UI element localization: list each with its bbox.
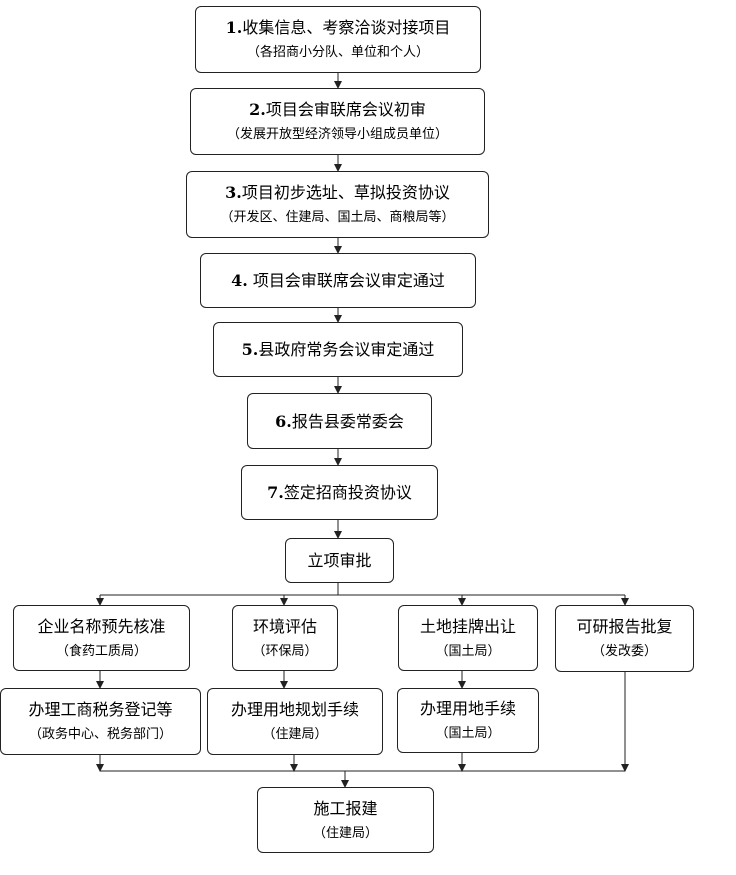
branch-a2-box: 办理工商税务登记等 （政务中心、税务部门） — [0, 688, 201, 755]
step-3-subtitle: （开发区、住建局、国土局、商粮局等） — [220, 210, 455, 225]
step-7-box: 7.签定招商投资协议 — [241, 465, 438, 520]
branch-b2-title: 办理用地规划手续 — [230, 700, 359, 719]
step-3-text: 项目初步选址、草拟投资协议 — [241, 183, 450, 202]
step-7-text: 签定招商投资协议 — [283, 483, 412, 502]
approval-box: 立项审批 — [285, 538, 394, 583]
step-5-number: 5. — [241, 340, 259, 359]
step-6-box: 6.报告县委常委会 — [247, 393, 432, 449]
branch-b-title: 环境评估 — [252, 616, 317, 636]
step-4-text: 项目会审联席会议审定通过 — [247, 271, 445, 290]
final-subtitle: （住建局） — [312, 825, 378, 841]
step-3-number: 3. — [225, 183, 242, 202]
step-2-title: 2.项目会审联席会议初审 — [249, 99, 426, 120]
branch-c2-box: 办理用地手续 （国土局） — [397, 688, 539, 753]
branch-c-box: 土地挂牌出让 （国土局） — [398, 605, 538, 671]
final-box: 施工报建 （住建局） — [257, 787, 434, 853]
step-1-text: 收集信息、考察洽谈对接项目 — [242, 18, 451, 37]
branch-b2-box: 办理用地规划手续 （住建局） — [207, 688, 383, 755]
branch-c-subtitle: （国土局） — [435, 643, 501, 659]
step-1-box: 1.收集信息、考察洽谈对接项目 （各招商小分队、单位和个人） — [195, 6, 481, 73]
branch-a-title: 企业名称预先核准 — [37, 616, 166, 636]
step-1-title: 1.收集信息、考察洽谈对接项目 — [226, 17, 451, 38]
branch-b-box: 环境评估 （环保局） — [232, 605, 338, 671]
step-5-box: 5.县政府常务会议审定通过 — [213, 322, 463, 377]
step-6-title: 6.报告县委常委会 — [275, 411, 404, 432]
step-4-number: 4. — [231, 271, 248, 290]
step-3-box: 3.项目初步选址、草拟投资协议 （开发区、住建局、国土局、商粮局等） — [186, 171, 489, 238]
step-7-number: 7. — [267, 483, 284, 502]
final-title: 施工报建 — [313, 798, 378, 818]
step-4-box: 4. 项目会审联席会议审定通过 — [200, 253, 476, 308]
branch-a-subtitle: （食药工质局） — [55, 643, 147, 659]
step-6-text: 报告县委常委会 — [291, 411, 404, 431]
step-5-text: 县政府常务会议审定通过 — [258, 340, 435, 359]
branch-d-title: 可研报告批复 — [576, 617, 673, 636]
branch-b2-subtitle: （住建局） — [262, 727, 328, 742]
branch-d-box: 可研报告批复 （发改委） — [555, 605, 694, 672]
branch-d-subtitle: （发改委） — [591, 644, 657, 659]
approval-title: 立项审批 — [307, 551, 372, 570]
step-6-number: 6. — [275, 411, 292, 431]
step-3-title: 3.项目初步选址、草拟投资协议 — [225, 182, 450, 203]
step-5-title: 5.县政府常务会议审定通过 — [242, 339, 435, 360]
branch-c-title: 土地挂牌出让 — [419, 616, 516, 636]
branch-a2-title: 办理工商税务登记等 — [28, 700, 173, 719]
step-2-subtitle: （发展开放型经济领导小组成员单位） — [226, 127, 448, 142]
step-1-subtitle: （各招商小分队、单位和个人） — [246, 45, 429, 60]
branch-a2-subtitle: （政务中心、税务部门） — [28, 727, 172, 742]
branch-b-subtitle: （环保局） — [252, 643, 318, 659]
step-2-text: 项目会审联席会议初审 — [265, 100, 426, 119]
branch-a-box: 企业名称预先核准 （食药工质局） — [13, 605, 190, 671]
step-2-number: 2. — [249, 100, 266, 119]
branch-c2-title: 办理用地手续 — [419, 699, 516, 718]
step-4-title: 4. 项目会审联席会议审定通过 — [231, 270, 445, 291]
step-1-number: 1. — [225, 18, 243, 37]
step-2-box: 2.项目会审联席会议初审 （发展开放型经济领导小组成员单位） — [190, 88, 485, 155]
step-7-title: 7.签定招商投资协议 — [267, 482, 412, 503]
branch-c2-subtitle: （国土局） — [435, 726, 501, 741]
